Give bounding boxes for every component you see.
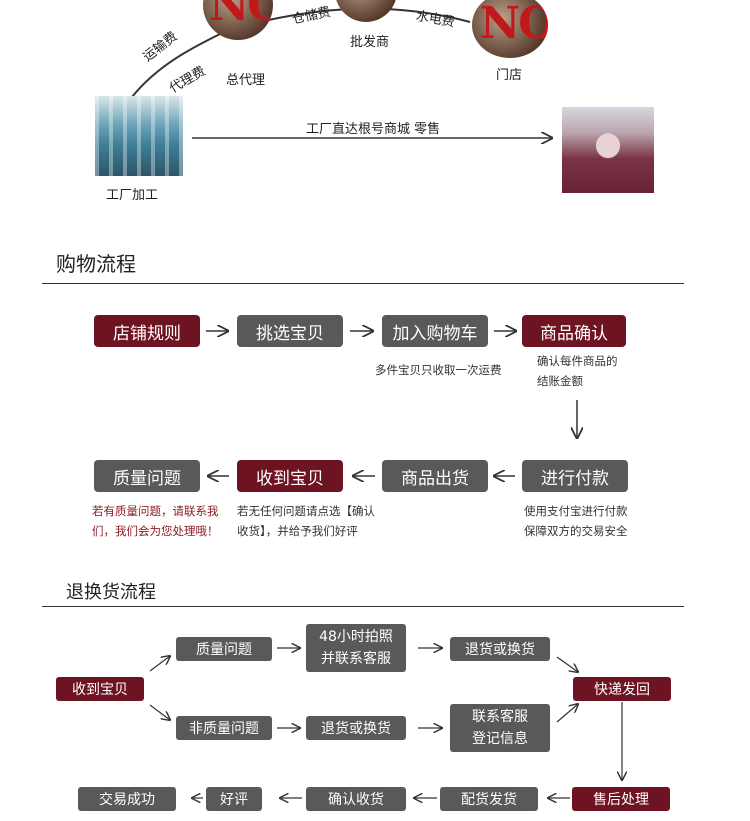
step-quality-issue: 质量问题 bbox=[94, 460, 200, 492]
note-receive-2: 收货】，并给予我们好评 bbox=[237, 524, 358, 538]
node-good-review: 好评 bbox=[206, 787, 262, 811]
note-confirm-2: 结账金额 bbox=[537, 374, 583, 388]
no-mark: NO bbox=[480, 0, 548, 49]
node-return-exchange-a: 退货或换货 bbox=[450, 637, 550, 661]
arrow-contact-express bbox=[556, 704, 578, 723]
factory-photo bbox=[95, 96, 183, 176]
step-shop-rules: 店铺规则 bbox=[94, 315, 200, 347]
node-contact-line-1: 联系客服 bbox=[472, 709, 528, 725]
node-photo-contact: 48小时拍照 并联系客服 bbox=[306, 624, 406, 672]
stage-wholesaler: 批发商 bbox=[350, 35, 390, 50]
node-dispatch: 配货发货 bbox=[440, 787, 538, 811]
returns-flow-title: 退换货流程 bbox=[66, 582, 156, 603]
arrow-received-nonquality bbox=[149, 704, 170, 720]
node-photo-line-2: 并联系客服 bbox=[321, 651, 391, 667]
stage-store: 门店 bbox=[496, 68, 523, 83]
arrow-return-express bbox=[556, 656, 578, 672]
step-receive-item: 收到宝贝 bbox=[237, 460, 343, 492]
note-receive-1: 若无任何问题请点选【确认 bbox=[237, 504, 375, 518]
step-choose-item: 挑选宝贝 bbox=[237, 315, 343, 347]
wholesaler-photo: NO bbox=[335, 0, 397, 22]
returns-title-rule bbox=[42, 606, 684, 607]
node-return-exchange-b: 退货或换货 bbox=[306, 716, 406, 740]
arrow-received-quality bbox=[149, 656, 170, 672]
step-ship-item: 商品出货 bbox=[382, 460, 488, 492]
no-mark: NO bbox=[209, 0, 273, 31]
note-quality-1: 若有质量问题，请联系我 bbox=[92, 504, 219, 518]
note-pay-1: 使用支付宝进行付款 bbox=[524, 504, 628, 518]
node-received: 收到宝贝 bbox=[56, 677, 144, 701]
direct-retail-label: 工厂直达根号商城 零售 bbox=[306, 122, 441, 137]
node-express-back: 快递发回 bbox=[573, 677, 671, 701]
stage-general-agent: 总代理 bbox=[226, 73, 266, 88]
node-quality-issue: 质量问题 bbox=[176, 637, 272, 661]
node-non-quality-issue: 非质量问题 bbox=[176, 716, 272, 740]
stage-factory: 工厂加工 bbox=[106, 188, 159, 203]
step-make-payment: 进行付款 bbox=[522, 460, 628, 492]
node-contact-register: 联系客服 登记信息 bbox=[450, 704, 550, 752]
node-trade-success: 交易成功 bbox=[78, 787, 176, 811]
product-photo bbox=[562, 107, 654, 193]
note-confirm-1: 确认每件商品的 bbox=[537, 354, 618, 368]
node-contact-line-2: 登记信息 bbox=[472, 731, 528, 747]
shopping-flow-title: 购物流程 bbox=[56, 252, 136, 276]
note-pay-2: 保障双方的交易安全 bbox=[524, 524, 628, 538]
step-confirm-item: 商品确认 bbox=[522, 315, 626, 347]
store-photo: NO bbox=[472, 0, 548, 58]
node-after-sales: 售后处理 bbox=[572, 787, 670, 811]
step-add-to-cart: 加入购物车 bbox=[382, 315, 488, 347]
node-photo-line-1: 48小时拍照 bbox=[319, 629, 393, 645]
shopping-title-rule bbox=[42, 283, 684, 284]
node-confirm-receipt: 确认收货 bbox=[306, 787, 406, 811]
note-cart: 多件宝贝只收取一次运费 bbox=[375, 363, 502, 377]
no-mark: NO bbox=[339, 0, 397, 6]
note-quality-2: 们，我们会为您处理哦！ bbox=[92, 524, 219, 538]
